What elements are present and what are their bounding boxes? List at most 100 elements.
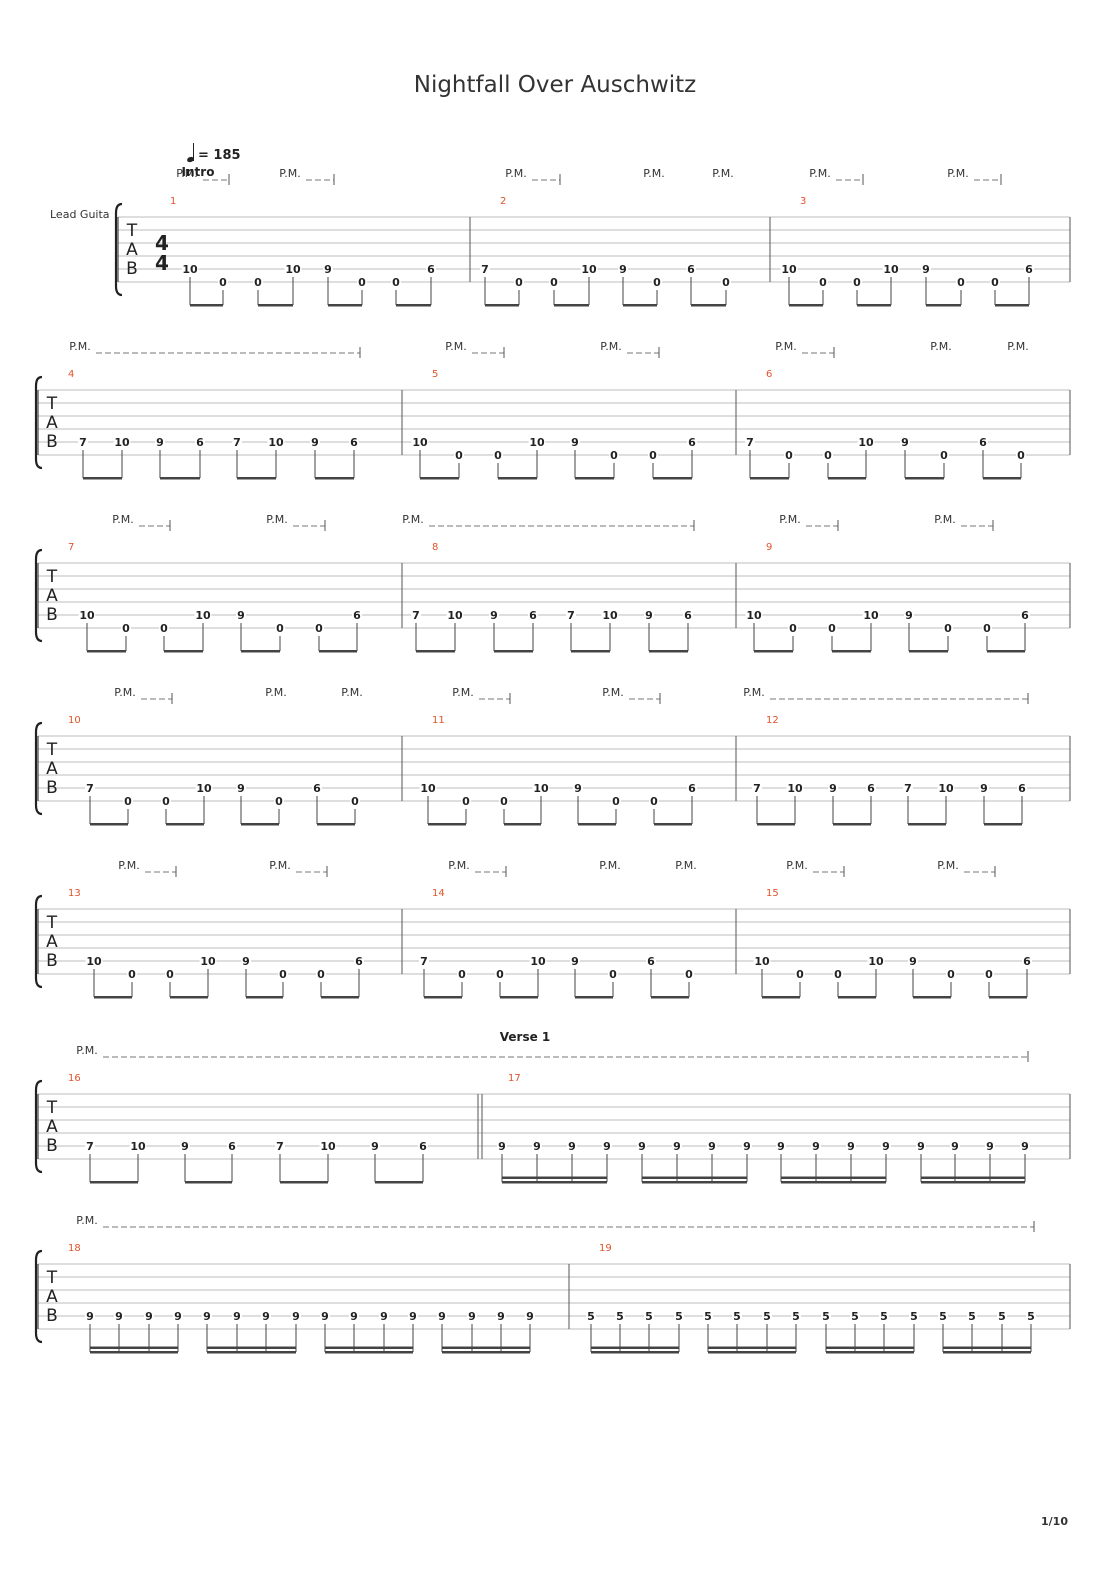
fret-background [78,436,88,448]
fret-background [938,1310,948,1322]
fret-background [985,1140,995,1152]
fret-number: 0 [853,276,861,289]
beam [325,1346,413,1349]
fret-number: 7 [276,1140,284,1153]
fret-number: 6 [1025,263,1033,276]
fret-background [195,782,213,794]
beam [781,1176,886,1179]
fret-background [129,1140,147,1152]
section-marker: Intro [182,165,215,179]
fret-background [672,1140,682,1152]
fret-number: 6 [419,1140,427,1153]
palm-mute-label: P.M. [600,340,621,353]
system-bracket [34,721,43,816]
beam [708,1351,796,1354]
fret-number: 0 [940,449,948,462]
fret-background [274,795,284,807]
palm-mute-label: P.M. [265,686,286,699]
beam [494,650,533,653]
fret-number: 6 [353,609,361,622]
beam [995,304,1029,307]
fret-number: 7 [481,263,489,276]
fret-background [946,968,956,980]
beam [420,477,459,480]
fret-background [686,263,696,275]
fret-number: 9 [812,1140,820,1153]
fret-number: 0 [494,449,502,462]
palm-mute-label: P.M. [775,340,796,353]
tab-clef-letter: T [46,1268,58,1288]
fret-background [921,263,931,275]
fret-background [357,276,367,288]
beam [943,1351,1031,1354]
fret-number: 9 [951,1140,959,1153]
fret-background [232,1310,242,1322]
fret-background [903,782,913,794]
fret-number: 10 [883,263,899,276]
fret-background [391,276,401,288]
fret-number: 7 [753,782,761,795]
fret-number: 0 [315,622,323,635]
palm-mute-label: P.M. [712,167,733,180]
fret-background [586,1310,596,1322]
fret-number: 5 [968,1310,976,1323]
fret-number: 6 [427,263,435,276]
beam [90,1351,178,1354]
palm-mute-label: P.M. [402,513,423,526]
fret-background [354,955,364,967]
bar-number: 14 [432,888,445,899]
tab-clef-letter: B [126,259,138,279]
fret-number: 10 [529,436,545,449]
fret-number: 10 [781,263,797,276]
fret-background [644,609,654,621]
bar-number: 3 [800,196,806,207]
beam [328,304,362,307]
fret-background [862,609,880,621]
fret-background [291,1310,301,1322]
fret-background [644,1310,654,1322]
fret-background [1016,449,1026,461]
fret-number: 10 [86,955,102,968]
fret-background [85,1310,95,1322]
fret-number: 5 [939,1310,947,1323]
tab-clef-letter: A [46,1117,58,1137]
fret-number: 9 [237,782,245,795]
fret-number: 0 [796,968,804,981]
fret-number: 6 [867,782,875,795]
fret-number: 7 [904,782,912,795]
fret-number: 9 [468,1310,476,1323]
palm-mute-label: P.M. [452,686,473,699]
fret-number: 9 [986,1140,994,1153]
fret-background [745,436,755,448]
fret-number: 6 [647,955,655,968]
fret-background [529,955,547,967]
beam [90,1346,178,1349]
fret-number: 7 [86,782,94,795]
bar-number: 1 [170,196,176,207]
palm-mute-label: P.M. [112,513,133,526]
palm-mute-label: P.M. [114,686,135,699]
bar-number: 8 [432,542,438,553]
beam [989,996,1027,999]
fret-background [1026,1310,1036,1322]
beam [754,650,793,653]
fret-background [753,955,771,967]
fret-number: 0 [500,795,508,808]
fret-number: 10 [268,436,284,449]
fret-background [570,436,580,448]
fret-background [984,968,994,980]
beam [190,304,223,307]
fret-background [461,795,471,807]
beam [921,1176,1025,1179]
fret-background [261,1310,271,1322]
fret-number: 0 [983,622,991,635]
beam [94,996,132,999]
fret-number: 0 [653,276,661,289]
fret-background [852,276,862,288]
fret-number: 9 [497,1310,505,1323]
beam [502,1176,607,1179]
fret-background [1022,955,1032,967]
fret-background [195,436,205,448]
